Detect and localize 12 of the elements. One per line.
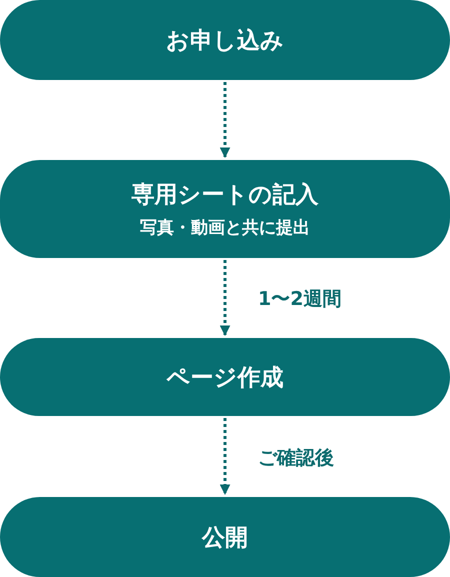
step-title: 専用シートの記入: [132, 181, 318, 210]
step-pill: [0, 338, 450, 416]
step-pill: [0, 0, 450, 80]
dotted-arrow: [220, 418, 230, 495]
step-pill: [0, 160, 450, 258]
step-title: ページ作成: [166, 364, 284, 392]
step-title: お申し込み: [166, 26, 284, 56]
step-title: 公開: [202, 524, 248, 552]
dotted-arrow: [220, 82, 230, 158]
step-pill: [0, 497, 450, 577]
dotted-arrow: [220, 260, 230, 336]
step-note: 写真・動画と共に提出: [140, 217, 310, 239]
